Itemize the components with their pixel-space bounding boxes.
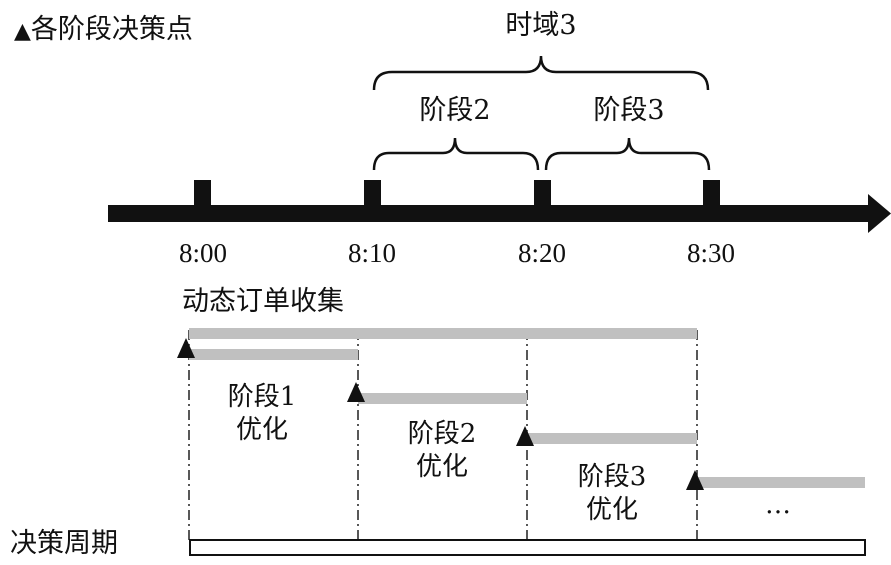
timeline-marker <box>534 180 551 206</box>
continuation-ellipsis: … <box>765 490 791 520</box>
stage1-opt-line2: 优化 <box>235 414 289 445</box>
timeline-axis <box>108 205 871 222</box>
horizon-label: 时域3 <box>505 10 577 41</box>
decision-point-triangle <box>347 382 365 402</box>
decision-point-triangle <box>686 470 704 490</box>
decision-point-triangle <box>177 338 195 358</box>
timeline-marker <box>703 180 720 206</box>
stage1-bar <box>189 349 358 360</box>
stage3-bar <box>527 433 697 444</box>
stage3-opt-line1: 阶段3 <box>577 462 647 492</box>
decision-cycle-bar <box>189 539 866 556</box>
stage3-brace <box>544 137 711 171</box>
stage2-brace-label: 阶段2 <box>419 95 491 126</box>
tick-label-820: 8:20 <box>517 238 567 268</box>
timeline-arrowhead <box>868 194 891 233</box>
decision-cycle-label: 决策周期 <box>10 528 118 559</box>
timeline-marker <box>194 180 211 206</box>
legend: ▲各阶段决策点 <box>14 16 193 43</box>
stage1-opt-label: 阶段1 优化 <box>228 381 297 446</box>
timeline-marker <box>364 180 381 206</box>
collection-label: 动态订单收集 <box>182 286 344 317</box>
tick-label-800: 8:00 <box>178 238 228 268</box>
stage2-opt-line2: 优化 <box>415 451 469 482</box>
stage3-opt-line2: 优化 <box>585 494 639 525</box>
stage4-bar <box>697 477 865 488</box>
tick-label-830: 8:30 <box>686 238 736 268</box>
stage2-brace <box>372 137 540 171</box>
stage1-opt-line1: 阶段1 <box>227 382 297 412</box>
legend-label: 各阶段决策点 <box>30 14 193 45</box>
collection-bar <box>189 328 697 339</box>
stage2-bar <box>358 393 527 404</box>
legend-marker-icon: ▲ <box>14 19 31 44</box>
tick-label-810: 8:10 <box>347 238 397 268</box>
horizon-brace <box>372 55 710 91</box>
decision-point-triangle <box>516 426 534 446</box>
stage2-opt-label: 阶段2 优化 <box>408 418 477 483</box>
stage3-brace-label: 阶段3 <box>593 95 665 126</box>
stage3-opt-label: 阶段3 优化 <box>578 461 647 526</box>
stage2-opt-line1: 阶段2 <box>407 419 477 449</box>
